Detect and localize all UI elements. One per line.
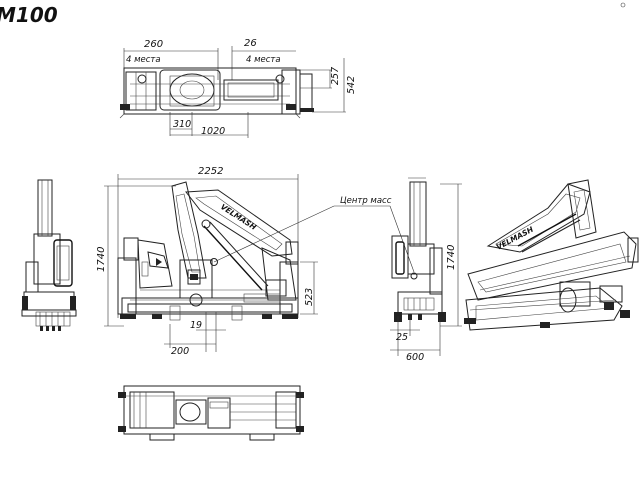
dim-side-523: 523 [304,288,315,306]
center-mass-label: Центр масс [340,196,392,206]
dim-rear-25: 25 [396,332,408,343]
dim-rear-1740: 1740 [446,245,457,270]
dim-side-1740: 1740 [96,247,107,272]
dim-rear-600: 600 [406,352,424,363]
bottom-view [118,385,304,441]
note-top-right: 4 места [246,55,281,65]
front-view [21,179,77,331]
sheet-marker [620,2,626,8]
dim-top-310: 310 [173,119,191,130]
dim-top-1020: 1020 [201,126,225,137]
note-top-left: 4 места [126,55,161,65]
dim-top-260: 260 [144,39,163,50]
dim-top-257: 257 [330,67,341,85]
dim-top-26: 26 [244,38,257,49]
dim-side-200: 200 [171,346,189,357]
dim-side-19: 19 [190,320,202,331]
dim-side-2252: 2252 [198,166,223,177]
isometric-view: VELMASH [464,179,639,331]
rear-view: 1740 25 600 [389,177,462,363]
top-view: 260 4 места 26 4 места 257 [119,38,357,138]
dim-top-542: 542 [346,76,357,94]
drawing-title: М100 [0,3,58,27]
side-view: 2252 1740 VELMASH [96,166,392,357]
